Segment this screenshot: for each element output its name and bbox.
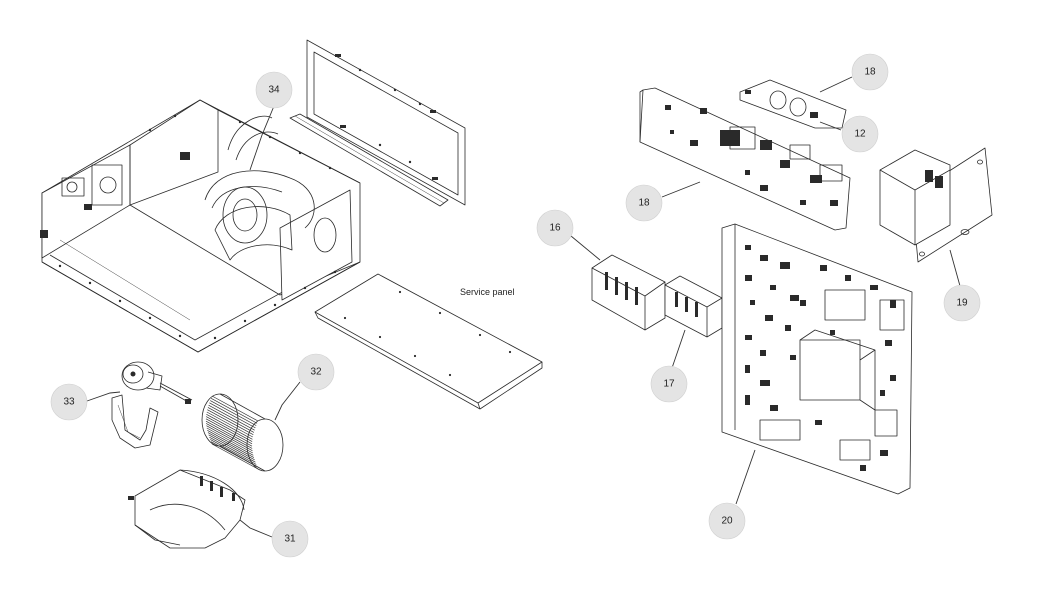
fan-rib xyxy=(205,418,253,445)
svg-text:20: 20 xyxy=(721,516,733,527)
callout-18-top: 18 xyxy=(851,53,889,91)
pcb-component xyxy=(745,395,750,405)
service-panel-part xyxy=(314,273,543,410)
service-panel-label: Service panel xyxy=(460,287,515,297)
pcb-component xyxy=(870,285,878,290)
fan-rib xyxy=(209,436,256,463)
terminal-block-16 xyxy=(591,254,666,331)
fan-rib xyxy=(207,432,255,458)
pcb-component xyxy=(760,350,766,356)
unit-housing xyxy=(40,99,361,353)
pcb-component xyxy=(790,355,796,360)
svg-text:12: 12 xyxy=(854,129,866,140)
callout-33: 33 xyxy=(50,383,88,421)
pcb-component xyxy=(770,405,778,411)
fan-rib xyxy=(211,395,259,422)
pcb-component xyxy=(790,295,799,301)
callout-12: 12 xyxy=(841,115,879,153)
pcb-component xyxy=(815,420,822,425)
top-rail xyxy=(289,113,449,207)
svg-text:18: 18 xyxy=(638,198,650,209)
pcb-component xyxy=(745,365,750,373)
pcb-component xyxy=(745,275,752,281)
fan-rib xyxy=(205,416,253,442)
svg-text:19: 19 xyxy=(956,298,968,309)
callout-19: 19 xyxy=(943,284,981,322)
pcb-component xyxy=(765,315,773,321)
pcb-component xyxy=(845,275,851,281)
fan-rib xyxy=(210,441,258,468)
fan-rib xyxy=(210,400,257,426)
callout-31: 31 xyxy=(271,520,309,558)
pcb-component xyxy=(880,450,888,456)
fan-scroll-housing xyxy=(128,469,246,549)
pcb-component xyxy=(760,255,768,261)
svg-text:33: 33 xyxy=(63,397,75,408)
svg-text:34: 34 xyxy=(268,85,280,96)
fan-rib xyxy=(210,397,258,424)
terminal-block-17 xyxy=(664,275,723,338)
top-frame-panel xyxy=(306,39,466,206)
fan-rib xyxy=(205,420,253,447)
fan-rib xyxy=(210,439,257,465)
callout-32: 32 xyxy=(297,353,335,391)
fan-rib xyxy=(207,409,254,436)
pcb-component xyxy=(760,380,770,386)
pcb-component xyxy=(745,335,752,340)
pcb-component xyxy=(745,245,751,250)
fan-rib xyxy=(206,413,253,440)
callout-17: 17 xyxy=(650,365,688,403)
fan-rib xyxy=(207,407,255,433)
pcb-component xyxy=(750,300,755,305)
callout-18-board: 18 xyxy=(625,184,663,222)
leader-lines xyxy=(86,76,961,538)
callout-34: 34 xyxy=(255,71,293,109)
svg-text:16: 16 xyxy=(549,223,561,234)
fan-rib xyxy=(206,427,253,454)
pcb-component xyxy=(880,390,885,396)
fan-motor xyxy=(121,361,193,404)
fan-rib xyxy=(208,404,255,431)
pcb-component xyxy=(890,300,896,308)
transformer-bracket xyxy=(879,147,993,263)
pcb-component xyxy=(820,265,827,271)
fan-rib xyxy=(209,402,256,429)
svg-text:32: 32 xyxy=(310,367,322,378)
small-relay-board xyxy=(739,79,847,129)
callout-16: 16 xyxy=(536,209,574,247)
pcb-component xyxy=(780,262,790,269)
main-control-board xyxy=(721,223,913,495)
fan-rib xyxy=(205,423,253,449)
svg-text:31: 31 xyxy=(284,534,296,545)
svg-text:18: 18 xyxy=(864,67,876,78)
fan-rib xyxy=(206,411,253,438)
callout-20: 20 xyxy=(708,502,746,540)
fan-rib xyxy=(207,429,254,456)
pcb-component xyxy=(830,330,835,335)
fan-rib xyxy=(208,434,255,461)
pcb-component xyxy=(800,300,806,306)
fan-wheel xyxy=(201,393,284,472)
pcb-component xyxy=(860,465,866,471)
svg-text:17: 17 xyxy=(663,379,675,390)
pcb-component xyxy=(770,285,776,290)
control-board-upper xyxy=(639,87,851,231)
fan-rib xyxy=(211,443,259,470)
pcb-component xyxy=(785,325,791,331)
pcb-component xyxy=(885,340,892,346)
motor-bracket xyxy=(111,394,159,449)
pcb-component xyxy=(890,375,896,381)
fan-rib xyxy=(206,425,253,452)
